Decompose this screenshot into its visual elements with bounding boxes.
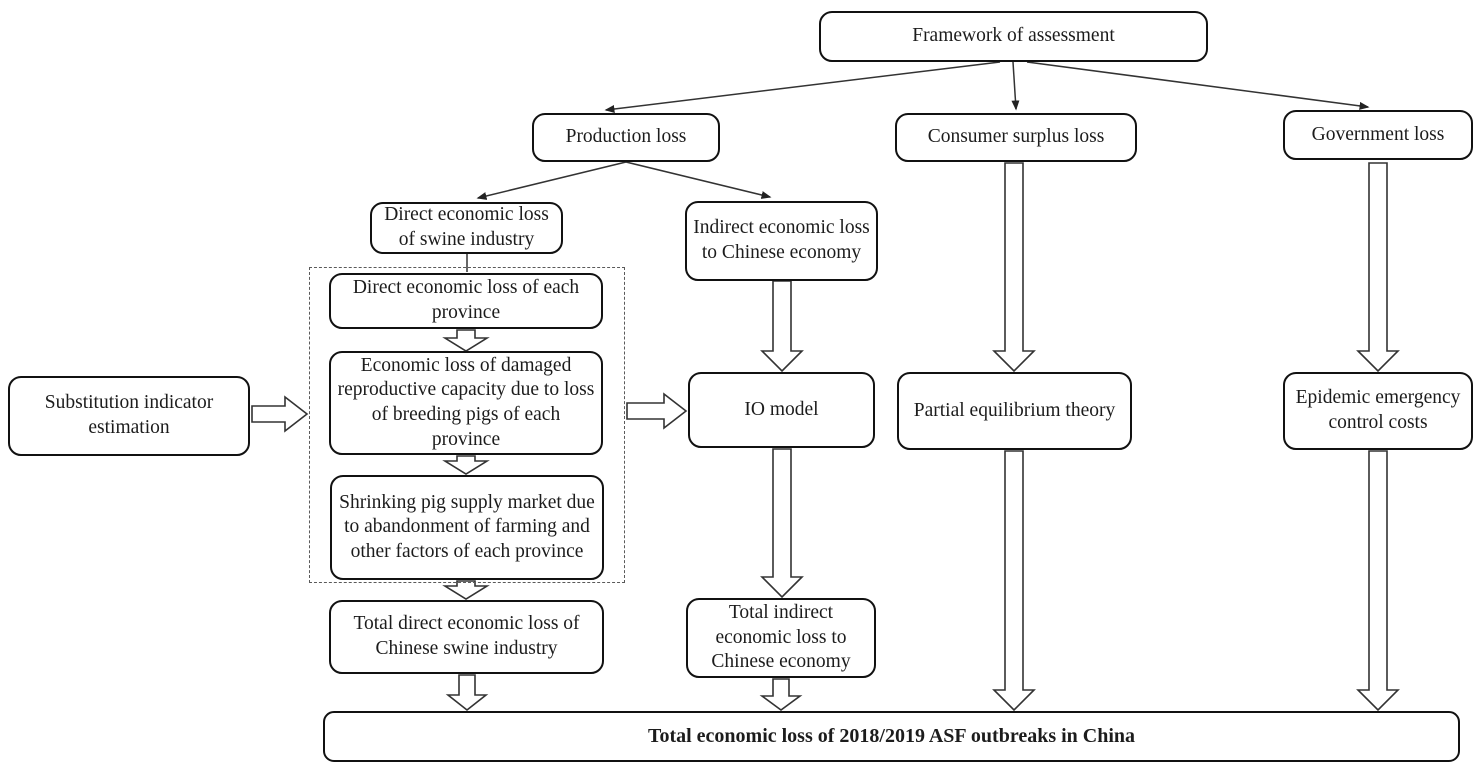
node-indirect-economic-loss-chinese-economy: Indirect economic loss to Chinese econom… — [685, 201, 878, 281]
production-branch-arrows — [466, 161, 772, 272]
hollow-arrows — [251, 162, 1400, 712]
arrow-government-to-epidemic — [1356, 162, 1400, 373]
node-substitution-indicator-estimation: Substitution indicator estimation — [8, 376, 250, 456]
arrow-prov-supply-to-total-direct — [442, 580, 490, 600]
node-total-direct-economic-loss: Total direct economic loss of Chinese sw… — [329, 600, 604, 674]
arrow-prov-direct-to-repro — [442, 329, 490, 352]
arrow-group-to-io-model — [626, 392, 688, 430]
node-reproductive-capacity-loss: Economic loss of damaged reproductive ca… — [329, 351, 603, 455]
arrow-substitution-to-group — [251, 395, 309, 433]
arrow-epidemic-to-total-loss — [1356, 450, 1400, 712]
node-framework-of-assessment: Framework of assessment — [819, 11, 1208, 62]
node-government-loss: Government loss — [1283, 110, 1473, 160]
node-production-loss: Production loss — [532, 113, 720, 162]
node-total-economic-loss-asf: Total economic loss of 2018/2019 ASF out… — [323, 711, 1460, 762]
arrow-partial-to-total-loss — [992, 450, 1036, 712]
node-io-model: IO model — [688, 372, 875, 448]
arrow-indirect-to-io-model — [760, 280, 804, 373]
node-total-indirect-economic-loss: Total indirect economic loss to Chinese … — [686, 598, 876, 678]
node-shrinking-pig-supply-market: Shrinking pig supply market due to aband… — [330, 475, 604, 580]
node-direct-loss-each-province: Direct economic loss of each province — [329, 273, 603, 329]
arrow-io-model-to-total-indirect — [760, 448, 804, 599]
arrow-total-direct-to-total-loss — [445, 674, 489, 712]
node-epidemic-emergency-control-costs: Epidemic emergency control costs — [1283, 372, 1473, 450]
arrow-consumer-to-partial — [992, 162, 1036, 373]
arrow-total-indirect-to-total-loss — [759, 678, 803, 711]
province-loss-group-dashed-box — [309, 267, 625, 583]
node-consumer-surplus-loss: Consumer surplus loss — [895, 113, 1137, 162]
node-partial-equilibrium-theory: Partial equilibrium theory — [897, 372, 1132, 450]
node-direct-economic-loss-swine-industry: Direct economic loss of swine industry — [370, 202, 563, 254]
framework-branch-arrows — [604, 61, 1370, 113]
arrow-prov-repro-to-supply — [442, 455, 490, 475]
